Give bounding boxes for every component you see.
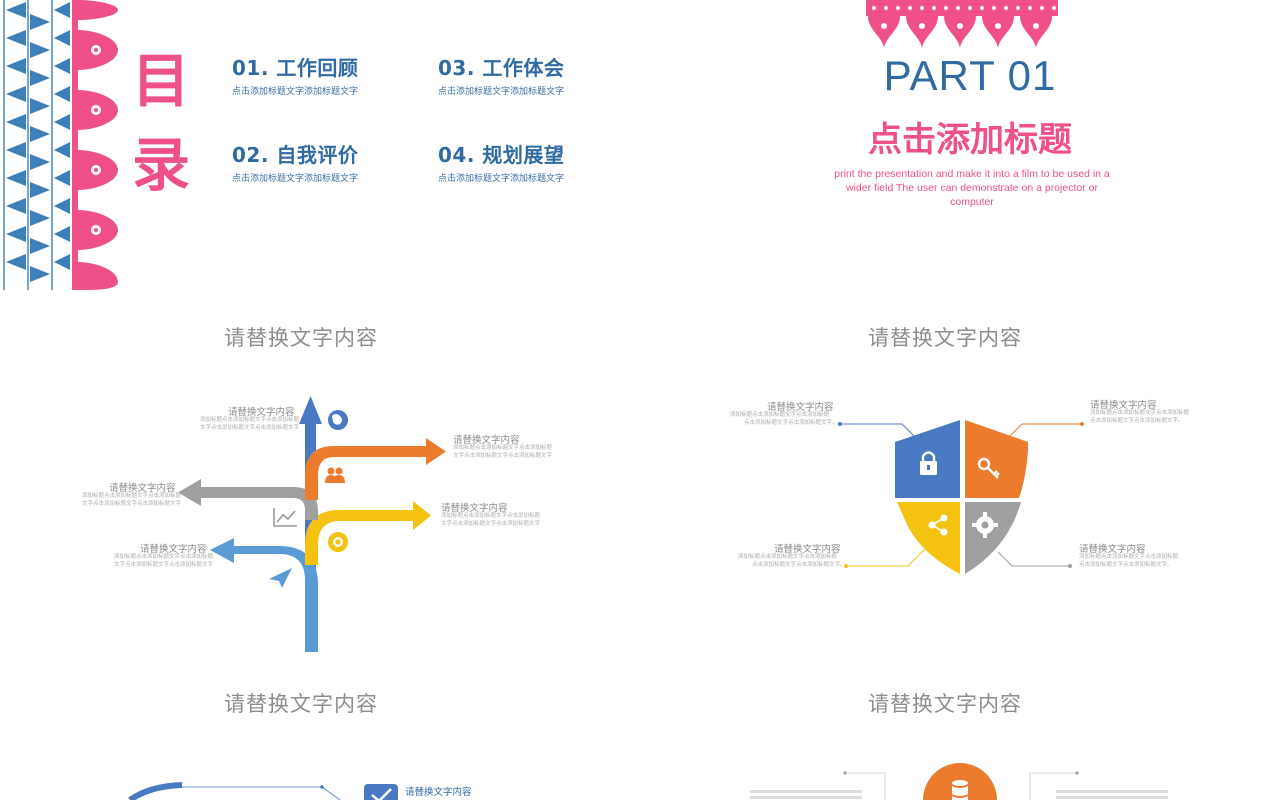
arrow-desc-yellow-1: 添加标题点击添加标题文字点击添加标题 [441, 513, 541, 519]
toc-item-1-sub: 点击添加标题文字添加标题文字 [232, 87, 359, 97]
arrow-desc-top-1: 添加标题点击添加标题文字点击添加标题 [200, 417, 300, 423]
users-icon [325, 467, 345, 483]
arrow-desc-orange-2: 文字点击添加标题文字点击添加标题文字 [453, 453, 553, 459]
yellow-right-arrow [305, 510, 415, 565]
part-desc-line-1: print the presentation and make it into … [834, 168, 1110, 180]
tribal-border-decoration [0, 0, 118, 290]
toc-title-char-2: 录 [132, 131, 191, 199]
section-title-bottom-left: 请替换文字内容 [224, 692, 378, 716]
blue-arc [128, 782, 183, 800]
part-desc-line-2: wider field The user can demonstrate on … [846, 182, 1098, 194]
share-icon [928, 514, 948, 536]
orange-right-arrow [305, 446, 428, 500]
shield-label-tr: 请替换文字内容 [1090, 400, 1157, 411]
arrow-label-grey: 请替换文字内容 [109, 483, 176, 494]
shield-diagram [838, 420, 1084, 574]
lace-top-decoration [866, 0, 1058, 48]
arrow-desc-lightblue-1: 添加标题点击添加标题文字点击添加标题 [114, 554, 214, 560]
lightblue-left-arrow [232, 546, 318, 652]
arrow-desc-lightblue-2: 文字点击添加标题文字点击添加标题文字 [114, 562, 214, 568]
shield-quadrant-orange [965, 420, 1028, 498]
shield-quadrant-blue [895, 420, 960, 498]
arrow-label-yellow: 请替换文字内容 [441, 503, 508, 514]
gear-icon [972, 512, 998, 538]
shield-label-tl: 请替换文字内容 [767, 402, 834, 413]
arrow-desc-grey-2: 文字点击添加标题文字点击添加标题文字 [82, 501, 182, 507]
paper-plane-icon [269, 568, 292, 588]
arrow-label-orange: 请替换文字内容 [453, 435, 520, 446]
shield-desc-tr-1: 添加标题点击添加标题文字点击添加标题 [1090, 410, 1190, 416]
checkbox-icon [364, 784, 398, 800]
arrow-signpost-diagram [178, 396, 446, 652]
toc-item-3-sub: 点击添加标题文字添加标题文字 [438, 87, 565, 97]
toc-item-2-sub: 点击添加标题文字添加标题文字 [232, 174, 359, 184]
shield-desc-br-1: 添加标题点击添加标题文字点击添加标题 [1079, 554, 1179, 560]
database-icon [923, 763, 997, 800]
arrow-desc-grey-1: 添加标题点击添加标题文字点击添加标题 [82, 493, 182, 499]
part-slide: PART 01 点击添加标题 print the presentation an… [640, 0, 1280, 290]
shield-desc-br-2: 点击添加标题文字点击添加标题文字。 [1079, 562, 1173, 568]
shield-desc-bl-1: 添加标题点击添加标题文字点击添加标题 [738, 554, 838, 560]
trend-chart-icon [273, 508, 297, 527]
section-title-shield: 请替换文字内容 [868, 326, 1022, 350]
bottom-right-diagram [750, 763, 1168, 800]
arrow-desc-orange-1: 添加标题点击添加标题文字点击添加标题 [453, 445, 553, 451]
shield-desc-tl-1: 添加标题点击添加标题文字点击添加标题 [730, 412, 830, 418]
shield-desc-tr-2: 点击添加标题文字点击添加标题文字。 [1090, 418, 1184, 424]
part-title: PART 01 [883, 52, 1057, 99]
lock-icon [920, 451, 937, 475]
arrow-label-lightblue: 请替换文字内容 [140, 544, 207, 555]
key-icon [977, 457, 1000, 479]
shield-quadrant-grey [965, 502, 1021, 574]
arrow-label-top: 请替换文字内容 [228, 407, 295, 418]
arrow-desc-yellow-2: 文字点击添加标题文字点击添加标题文字 [441, 521, 541, 527]
shield-quadrant-yellow [897, 502, 960, 574]
lifebuoy-icon [328, 532, 348, 552]
section-title-arrows: 请替换文字内容 [224, 326, 378, 350]
grey-left-arrow [200, 487, 318, 520]
shield-label-br: 请替换文字内容 [1079, 544, 1146, 555]
shield-desc-bl-2: 点击添加标题文字点击添加标题文字。 [752, 562, 846, 568]
bottom-left-diagram [128, 782, 398, 800]
part-subtitle: 点击添加标题 [868, 120, 1072, 160]
arrow-desc-top-2: 文字点击添加标题文字点击添加标题文字 [200, 425, 300, 431]
toc-item-3-heading[interactable]: 03. 工作体会 [438, 56, 565, 80]
toc-slide: 目 录 01. 工作回顾 点击添加标题文字添加标题文字 03. 工作体会 点击添… [0, 0, 640, 290]
toc-title-char-1: 目 [132, 47, 191, 115]
part-desc-line-3: computer [950, 196, 994, 208]
bottom-left-label: 请替换文字内容 [405, 787, 472, 798]
toc-item-2-heading[interactable]: 02. 自我评价 [232, 143, 359, 167]
shield-desc-tl-2: 点击添加标题文字点击添加标题文字。 [744, 420, 838, 426]
toc-item-4-sub: 点击添加标题文字添加标题文字 [438, 174, 565, 184]
blue-up-arrow-head [299, 396, 322, 424]
toc-item-1-heading[interactable]: 01. 工作回顾 [232, 56, 359, 80]
shield-label-bl: 请替换文字内容 [774, 544, 841, 555]
section-title-bottom-right: 请替换文字内容 [868, 692, 1022, 716]
toc-item-4-heading[interactable]: 04. 规划展望 [438, 143, 565, 167]
globe-icon [328, 410, 348, 430]
